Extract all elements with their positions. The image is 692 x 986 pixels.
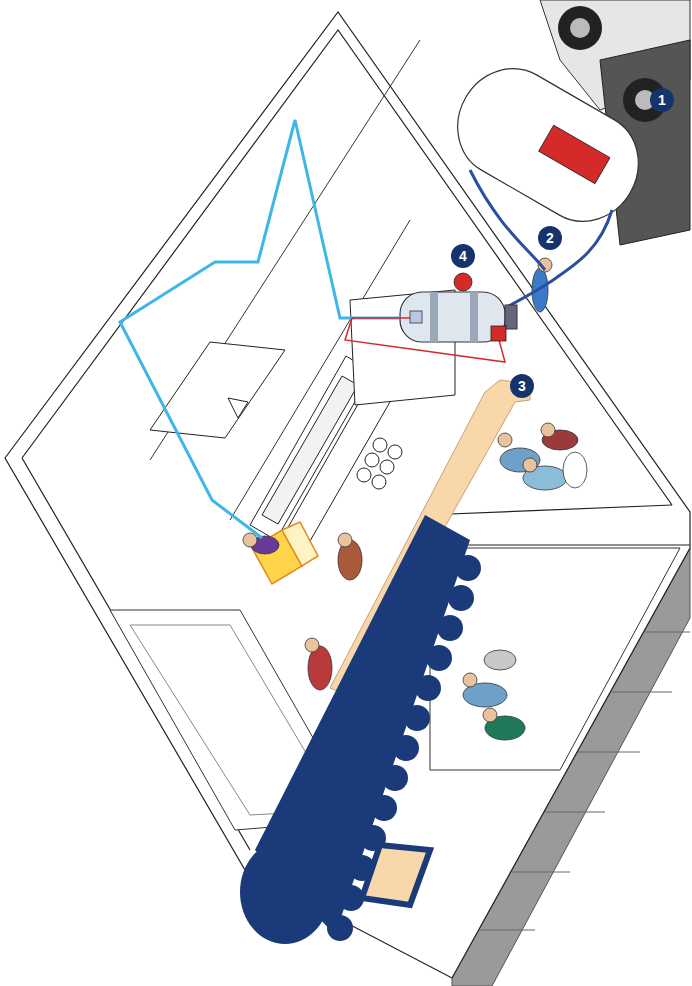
awning-part	[455, 555, 481, 581]
people	[243, 258, 587, 740]
people-part	[243, 533, 257, 547]
gas-cylinder-part	[470, 292, 478, 342]
building-outline-part	[425, 505, 672, 515]
awning-part	[240, 840, 330, 944]
tanker-truck-part	[438, 50, 658, 240]
shutoff-circuit-part	[491, 326, 506, 341]
building-outline-part	[5, 12, 690, 978]
tanker-truck-part	[570, 18, 590, 38]
tanker-truck-part	[558, 6, 602, 50]
gas-line-part	[120, 120, 400, 538]
shutoff-circuit-part	[410, 311, 422, 323]
building-outline	[5, 12, 690, 978]
awning-part	[404, 705, 430, 731]
gas-cylinder-part	[430, 292, 438, 342]
kitchen-equipment-part	[228, 398, 248, 418]
callout-number: 4	[451, 244, 475, 268]
kitchen-equipment-part	[372, 475, 386, 489]
shutoff-circuit-part	[454, 273, 472, 291]
people-part	[463, 673, 477, 687]
people-part	[338, 533, 352, 547]
awning-part	[327, 915, 353, 941]
awning-part	[393, 735, 419, 761]
callout-number: 2	[538, 226, 562, 250]
awning-part	[437, 615, 463, 641]
shutoff-circuit-part	[345, 318, 505, 362]
people-part	[498, 433, 512, 447]
kitchen-equipment-part	[357, 468, 371, 482]
callout-number: 1	[650, 88, 674, 112]
gas-cylinder-part	[400, 292, 505, 342]
gas-cylinder	[400, 292, 517, 342]
window	[362, 845, 430, 905]
delivery-hose-part	[470, 170, 545, 270]
awning-part	[448, 585, 474, 611]
kitchen-equipment-part	[150, 342, 285, 438]
callout-number: 3	[510, 374, 534, 398]
interior-walls-part	[430, 548, 680, 770]
people-part	[523, 458, 537, 472]
people-part	[541, 423, 555, 437]
kitchen-equipment-part	[365, 453, 379, 467]
people-part	[484, 650, 516, 670]
building-outline-part	[430, 544, 690, 545]
awning-part	[426, 645, 452, 671]
shutoff-circuit	[345, 273, 506, 362]
kitchen-equipment-part	[388, 445, 402, 459]
gas-cylinder-part	[505, 305, 517, 329]
awning-part	[382, 765, 408, 791]
tanker-truck	[438, 0, 690, 245]
people-part	[308, 646, 332, 690]
people-part	[563, 452, 587, 488]
awning-part	[415, 675, 441, 701]
stove-part	[282, 522, 318, 566]
window-part	[362, 845, 430, 905]
people-part	[483, 708, 497, 722]
gas-line	[120, 120, 400, 538]
tanker-truck-part-part	[438, 50, 658, 240]
awning	[240, 515, 481, 944]
kitchen-equipment-part	[373, 438, 387, 452]
stove	[252, 522, 318, 584]
awning-part	[371, 795, 397, 821]
people-part	[500, 448, 540, 472]
kitchen-equipment-part	[380, 460, 394, 474]
tanker-truck-part-part	[539, 125, 610, 183]
people-part	[305, 638, 319, 652]
